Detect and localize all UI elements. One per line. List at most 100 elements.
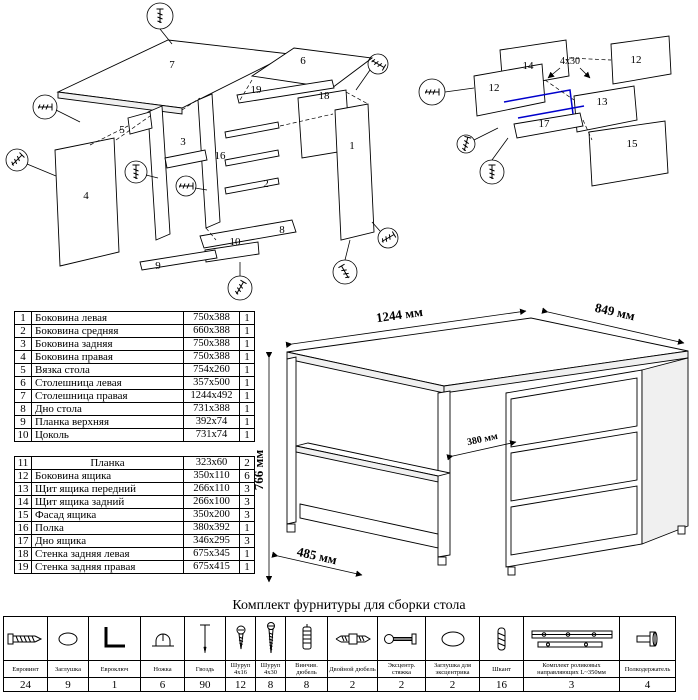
- part-label: 6: [300, 55, 306, 67]
- wooden-dowel-icon: [479, 616, 524, 661]
- part-qty: 1: [239, 324, 255, 338]
- hardware-name: Шуруп 4x30: [255, 660, 286, 678]
- part-label: 2: [263, 178, 269, 190]
- part-size: 750x388: [183, 311, 240, 325]
- part-label: 13: [597, 96, 609, 108]
- part-name: Вязка стола: [31, 363, 184, 377]
- hardware-name: Шуруп 4x16: [225, 660, 256, 678]
- shelf-support-icon: [619, 616, 676, 661]
- part-size: 660x388: [183, 324, 240, 338]
- part-label: 16: [215, 150, 227, 162]
- hardware-qty: 4: [619, 677, 676, 692]
- part-size: 266x100: [183, 495, 240, 509]
- hardware-name: Гвоздь: [184, 660, 226, 678]
- drawer-front-2: [510, 431, 638, 502]
- part-number: 8: [14, 402, 32, 416]
- part-name: Планка верхняя: [31, 415, 184, 429]
- part-size: 675x415: [183, 560, 240, 574]
- hardware-callouts: [5, 2, 399, 301]
- hardware-qty-row: 24 9 1 6 90 12 8 8 2 2 2 16 3 4: [3, 677, 676, 692]
- part-label: 12: [489, 82, 500, 94]
- part-number: 4: [14, 350, 32, 364]
- hardware-qty: 24: [3, 677, 48, 692]
- dimension-height: 766 мм: [251, 450, 266, 491]
- part-name: Боковина средняя: [31, 324, 184, 338]
- part-qty: 1: [239, 560, 255, 574]
- part-name: Боковина левая: [31, 311, 184, 325]
- part-number: 15: [14, 508, 32, 522]
- hardware-qty: 2: [327, 677, 378, 692]
- part-size: 357x500: [183, 376, 240, 390]
- drawer-guide-highlight: [503, 89, 585, 119]
- part-name: Боковина ящика: [31, 469, 184, 483]
- part-size: 380x392: [183, 521, 240, 535]
- part-size: 1244x492: [183, 389, 240, 403]
- part-qty: 1: [239, 428, 255, 442]
- part-size: 346x295: [183, 534, 240, 548]
- left-side-panel: [286, 356, 297, 525]
- part-size: 750x388: [183, 337, 240, 351]
- part-number: 16: [14, 521, 32, 535]
- part-size: 323x60: [183, 456, 240, 470]
- part-name: Дно ящика: [31, 534, 184, 548]
- part-qty: 6: [239, 469, 255, 483]
- part-number-labels: 14 12 12 13 17 15: [489, 54, 642, 150]
- part-name: Планка: [31, 456, 184, 470]
- part-number: 7: [14, 389, 32, 403]
- part-number: 12: [14, 469, 32, 483]
- part-number: 5: [14, 363, 32, 377]
- part-label: 5: [119, 124, 125, 136]
- dimension-depth: 849 мм: [594, 300, 637, 324]
- cam-cap-icon: [425, 616, 480, 661]
- part-label: 15: [627, 138, 639, 150]
- drawer-guide-lines: [544, 57, 612, 141]
- part-label: 9: [155, 260, 161, 272]
- dimension-side: 485 мм: [296, 544, 339, 568]
- hardware-qty: 3: [523, 677, 620, 692]
- part-name: Цоколь: [31, 428, 184, 442]
- hardware-qty: 8: [255, 677, 286, 692]
- screw-size-note: 4x30: [547, 56, 591, 79]
- hardware-name: Полкодержатель: [619, 660, 676, 678]
- cabinet-side-panel: [641, 357, 689, 545]
- hardware-qty: 8: [285, 677, 328, 692]
- part-qty: 3: [239, 534, 255, 548]
- hardware-name: Двойной дюбель: [327, 660, 378, 678]
- part-number: 2: [14, 324, 32, 338]
- hardware-name: Комплект роликовых направляющих L~350мм: [523, 660, 620, 678]
- desk-foot: [677, 525, 686, 535]
- part-name: Стенка задняя левая: [31, 547, 184, 561]
- hardware-name: Эксцентр. стяжка: [377, 660, 426, 678]
- hardware-qty: 90: [184, 677, 226, 692]
- screw-4x16-icon: [225, 616, 256, 661]
- hardware-qty: 1: [88, 677, 141, 692]
- hardware-name: Заглушка: [47, 660, 89, 678]
- part-name: Дно стола: [31, 402, 184, 416]
- part-name: Столешница правая: [31, 389, 184, 403]
- desk-panels: [54, 39, 375, 271]
- hardware-qty: 2: [425, 677, 480, 692]
- part-size: 731x74: [183, 428, 240, 442]
- part-name: Столешница левая: [31, 376, 184, 390]
- hardware-qty: 2: [377, 677, 426, 692]
- part-number: 1: [14, 311, 32, 325]
- plinth-panel: [299, 503, 439, 549]
- part-name: Щит ящика задний: [31, 495, 184, 509]
- part-name: Фасад ящика: [31, 508, 184, 522]
- part-label: 14: [523, 60, 535, 72]
- hex-key-icon: [88, 616, 141, 661]
- hardware-qty: 9: [47, 677, 89, 692]
